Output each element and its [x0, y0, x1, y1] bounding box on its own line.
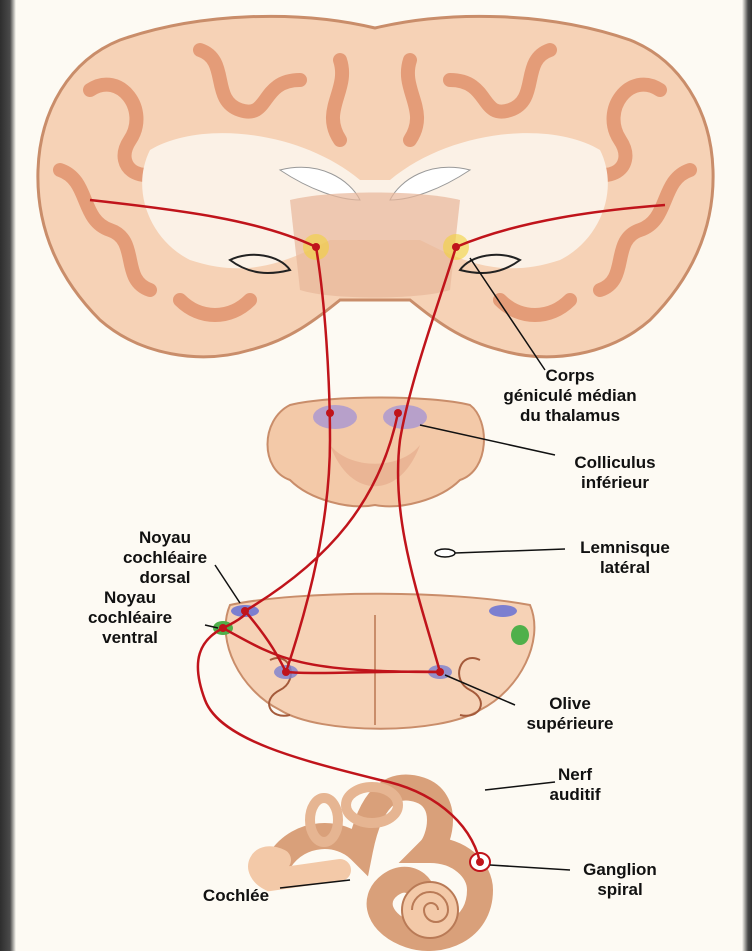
label-nerf: Nerf auditif	[525, 765, 625, 805]
label-cochlee: Cochlée	[186, 886, 286, 906]
midbrain-section	[268, 398, 484, 507]
label-ganglion: Ganglion spiral	[560, 860, 680, 900]
label-lemnisque: Lemnisque latéral	[555, 538, 695, 578]
label-corps-genicule: Corps géniculé médian du thalamus	[470, 366, 670, 426]
label-colliculus: Colliculus inférieur	[535, 453, 695, 493]
label-noyau-ventral: Noyau cochléaire ventral	[60, 588, 200, 648]
label-noyau-dorsal: Noyau cochléaire dorsal	[105, 528, 225, 588]
medulla-section	[213, 594, 534, 729]
left-colliculus	[313, 405, 357, 429]
brain-coronal-section	[38, 16, 713, 356]
inner-ear	[259, 787, 490, 938]
label-olive: Olive supérieure	[500, 694, 640, 734]
